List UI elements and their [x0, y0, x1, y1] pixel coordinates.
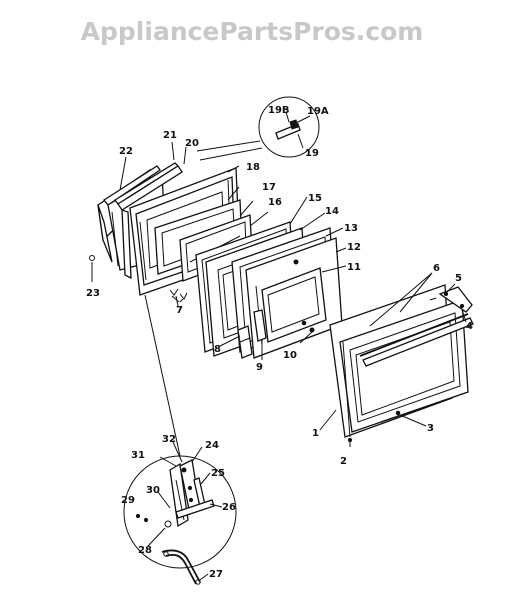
label-4: 4: [466, 321, 473, 332]
part-10-screw: [309, 327, 315, 333]
label-3: 3: [427, 423, 434, 434]
label-29: 29: [121, 495, 135, 506]
detail-hinge-circle: [123, 294, 237, 585]
label-10: 10: [283, 350, 297, 361]
label-30: 30: [146, 485, 160, 496]
part-7-clips: [169, 288, 188, 303]
leader-lines: [91, 111, 467, 581]
label-12: 12: [347, 242, 361, 253]
label-18: 18: [246, 162, 260, 173]
label-15: 15: [308, 193, 322, 204]
label-1: 1: [312, 428, 319, 439]
label-16: 16: [268, 197, 282, 208]
label-14: 14: [325, 206, 339, 217]
label-22: 22: [119, 146, 133, 157]
label-24: 24: [205, 440, 219, 451]
label-23: 23: [86, 288, 100, 299]
label-11: 11: [347, 262, 361, 273]
label-7: 7: [176, 305, 183, 316]
part-1-outer-door: [329, 284, 469, 438]
label-32: 32: [162, 434, 176, 445]
label-8: 8: [214, 344, 221, 355]
label-2: 2: [340, 456, 347, 467]
detail-19-hinge-circle: [196, 96, 320, 161]
label-6: 6: [433, 263, 440, 274]
label-31: 31: [131, 450, 145, 461]
label-26: 26: [222, 502, 236, 513]
part-8-9-brackets: [237, 309, 267, 359]
label-20: 20: [185, 138, 199, 149]
label-17: 17: [262, 182, 276, 193]
label-28: 28: [138, 545, 152, 556]
label-27: 27: [209, 569, 223, 580]
label-19b: 19B: [268, 105, 290, 116]
label-25: 25: [211, 468, 225, 479]
label-19a: 19A: [307, 106, 329, 117]
label-13: 13: [344, 223, 358, 234]
label-19: 19: [305, 148, 319, 159]
part-11-shield: [261, 267, 327, 343]
label-9: 9: [256, 362, 263, 373]
part-2-3-fasteners: [347, 410, 401, 443]
part-labels: 6 5 4 3 2 1 11 12 13 14 15 16 17 18 19 1…: [86, 105, 473, 580]
watermark-text: AppliancePartsPros.com: [81, 17, 424, 46]
label-5: 5: [455, 273, 462, 284]
label-21: 21: [163, 130, 177, 141]
part-20-21-side-strips: [114, 162, 183, 280]
part-23-screw: [89, 255, 95, 261]
part-4-5-6-handle: [359, 286, 474, 367]
